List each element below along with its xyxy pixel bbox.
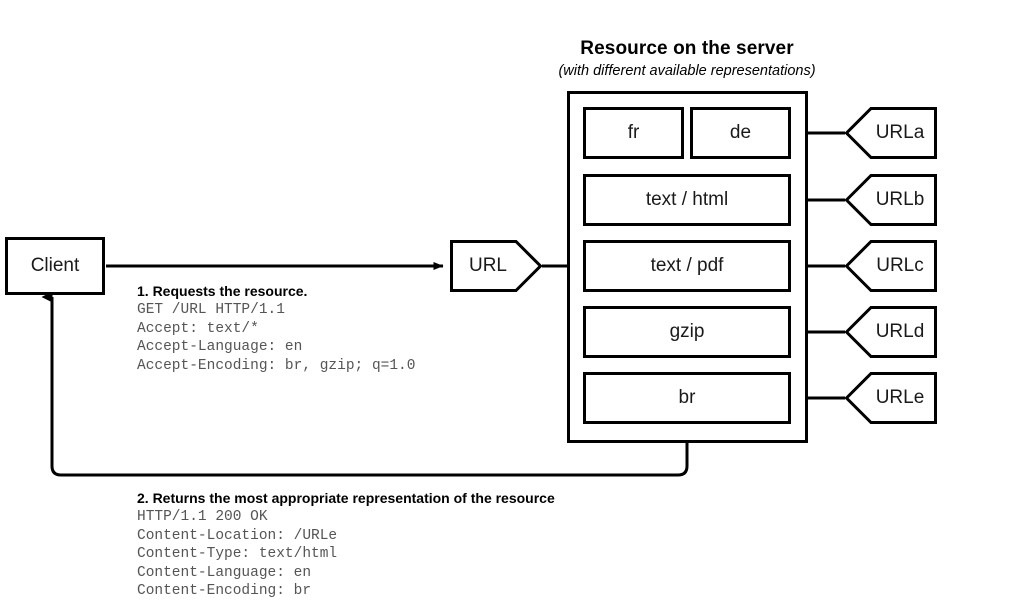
url-tag-urlb[interactable]: URLb bbox=[845, 174, 937, 226]
response-message: 2. Returns the most appropriate represen… bbox=[137, 490, 555, 601]
response-line: Content-Encoding: br bbox=[137, 583, 312, 600]
url-tag-urlc[interactable]: URLc bbox=[845, 240, 937, 292]
request-line: GET /URL HTTP/1.1 bbox=[137, 302, 285, 318]
url-label: URLd bbox=[875, 321, 925, 342]
response-line: Content-Language: en bbox=[137, 564, 312, 581]
url-label: URLc bbox=[876, 255, 924, 276]
url-label: URLe bbox=[875, 387, 925, 408]
url-tag-shape bbox=[845, 306, 937, 358]
response-line: HTTP/1.1 200 OK bbox=[137, 509, 268, 525]
representation-label: text / html bbox=[645, 189, 729, 210]
url-tag-urld[interactable]: URLd bbox=[845, 306, 937, 358]
url-tag-urla[interactable]: URLa bbox=[845, 107, 937, 159]
url-tag-shape bbox=[450, 240, 542, 292]
representation-box-fr[interactable]: fr bbox=[583, 107, 684, 159]
request-line: Accept: text/* bbox=[137, 320, 259, 337]
url-tag-shape bbox=[845, 174, 937, 226]
request-message: 1. Requests the resource. GET /URL HTTP/… bbox=[137, 283, 415, 375]
representation-box-text-pdf[interactable]: text / pdf bbox=[583, 240, 791, 292]
response-heading: 2. Returns the most appropriate represen… bbox=[137, 490, 555, 506]
representation-label: br bbox=[678, 387, 696, 408]
representation-box-text-html[interactable]: text / html bbox=[583, 174, 791, 226]
representation-label: gzip bbox=[669, 321, 705, 342]
url-tag-label: URL bbox=[468, 255, 507, 276]
representation-box-gzip[interactable]: gzip bbox=[583, 306, 791, 358]
client-label: Client bbox=[30, 255, 80, 276]
url-label: URLb bbox=[875, 189, 925, 210]
request-line: Accept-Language: en bbox=[137, 339, 303, 356]
diagram-title: Resource on the server bbox=[580, 38, 794, 59]
url-tag-shape bbox=[845, 372, 937, 424]
request-line: Accept-Encoding: br, gzip; q=1.0 bbox=[137, 357, 416, 374]
diagram-title-block: Resource on the server (with different a… bbox=[527, 38, 847, 79]
url-tag-shape bbox=[845, 107, 937, 159]
representation-box-br[interactable]: br bbox=[583, 372, 791, 424]
representation-label: de bbox=[729, 122, 752, 143]
representation-label: text / pdf bbox=[650, 255, 724, 276]
url-tag[interactable]: URL bbox=[450, 240, 542, 292]
response-line: Content-Type: text/html bbox=[137, 546, 338, 563]
response-line: Content-Location: /URLe bbox=[137, 527, 338, 544]
representation-label: fr bbox=[627, 122, 640, 143]
representation-box-de[interactable]: de bbox=[690, 107, 791, 159]
url-tag-urle[interactable]: URLe bbox=[845, 372, 937, 424]
url-label: URLa bbox=[875, 122, 925, 143]
url-tag-shape bbox=[845, 240, 937, 292]
client-box[interactable]: Client bbox=[5, 237, 105, 295]
request-heading: 1. Requests the resource. bbox=[137, 283, 308, 299]
diagram-subtitle: (with different available representation… bbox=[558, 63, 816, 79]
